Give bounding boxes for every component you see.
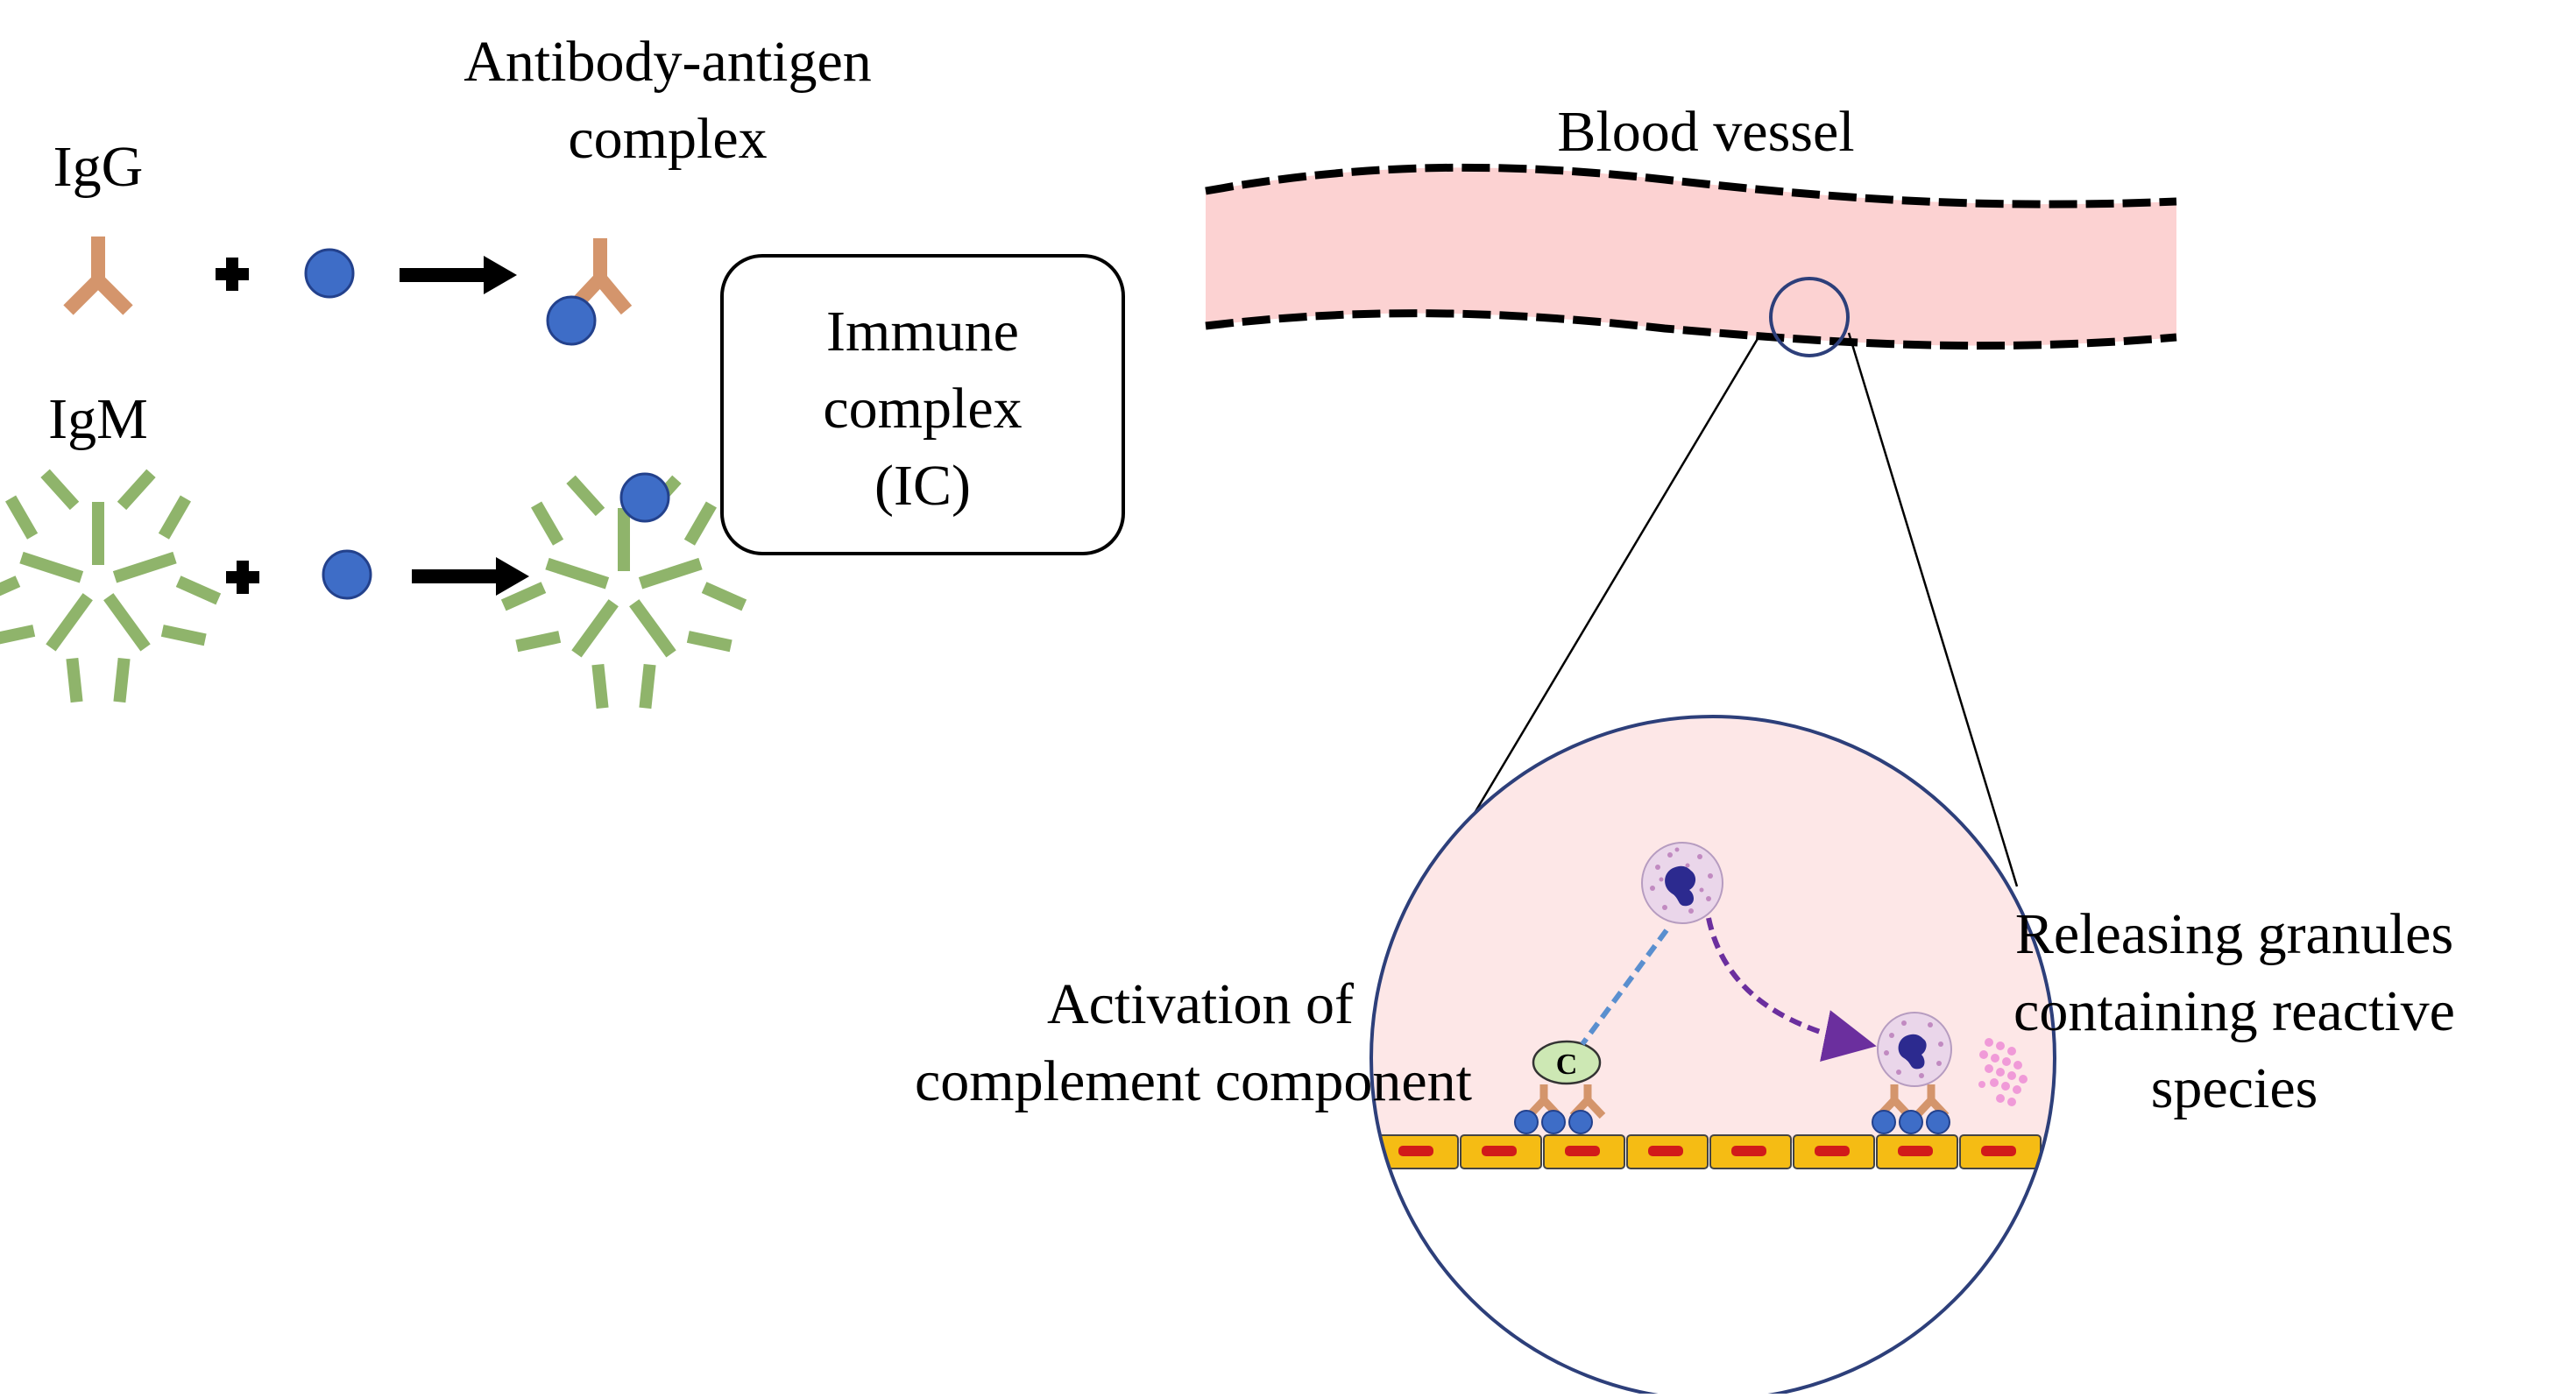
plus-icon <box>226 561 259 594</box>
endothelium-layer <box>1376 1134 2042 1169</box>
antigen-icon <box>322 549 372 600</box>
plus-icon <box>216 258 249 291</box>
complex-label-line1: Antibody-antigen <box>464 30 872 94</box>
igg-label: IgG <box>53 135 144 199</box>
antigen-icon <box>304 248 355 299</box>
neutrophil-icon <box>1877 1012 1952 1087</box>
complement-letter: C <box>1556 1048 1578 1081</box>
zoom-line-right <box>1847 332 2019 887</box>
ic-label-line1: Immune <box>826 300 1019 364</box>
ic-label-line2: complex <box>823 377 1022 441</box>
arrow-right-icon <box>400 256 517 294</box>
deposited-complex-left <box>1514 1084 1606 1134</box>
igg-complex-icon <box>546 238 633 346</box>
complement-component: C <box>1532 1040 1602 1085</box>
igm-complex-icon <box>498 472 750 715</box>
release-label-line1: Releasing granules <box>2015 902 2453 966</box>
blood-vessel <box>1205 163 2177 350</box>
ic-label-line3: (IC) <box>874 454 971 518</box>
recruitment-dashed-line <box>1580 928 1669 1046</box>
immune-complex-box: Immune complex (IC) <box>720 254 1125 555</box>
igg-antibody-icon <box>63 237 133 315</box>
release-label-line2: containing reactive <box>2013 979 2455 1043</box>
activation-label-line1: Activation of <box>1047 972 1354 1036</box>
zoom-line-left <box>1448 332 1763 855</box>
deposited-complex-right <box>1872 1084 1950 1134</box>
complex-label-line2: complex <box>568 107 767 171</box>
zoom-circle <box>1369 715 2056 1398</box>
migration-dashed-arrow <box>1706 917 1877 1062</box>
reactive-granules <box>1978 1038 2028 1106</box>
blood-vessel-label: Blood vessel <box>1557 100 1854 164</box>
igm-label: IgM <box>48 387 148 451</box>
magnify-circle <box>1769 277 1850 357</box>
arrow-right-icon <box>412 557 529 596</box>
activation-label-line2: complement component <box>915 1049 1472 1113</box>
neutrophil-icon <box>1641 842 1723 924</box>
release-label-line3: species <box>2151 1056 2318 1120</box>
igm-pentamer-icon <box>0 469 224 709</box>
